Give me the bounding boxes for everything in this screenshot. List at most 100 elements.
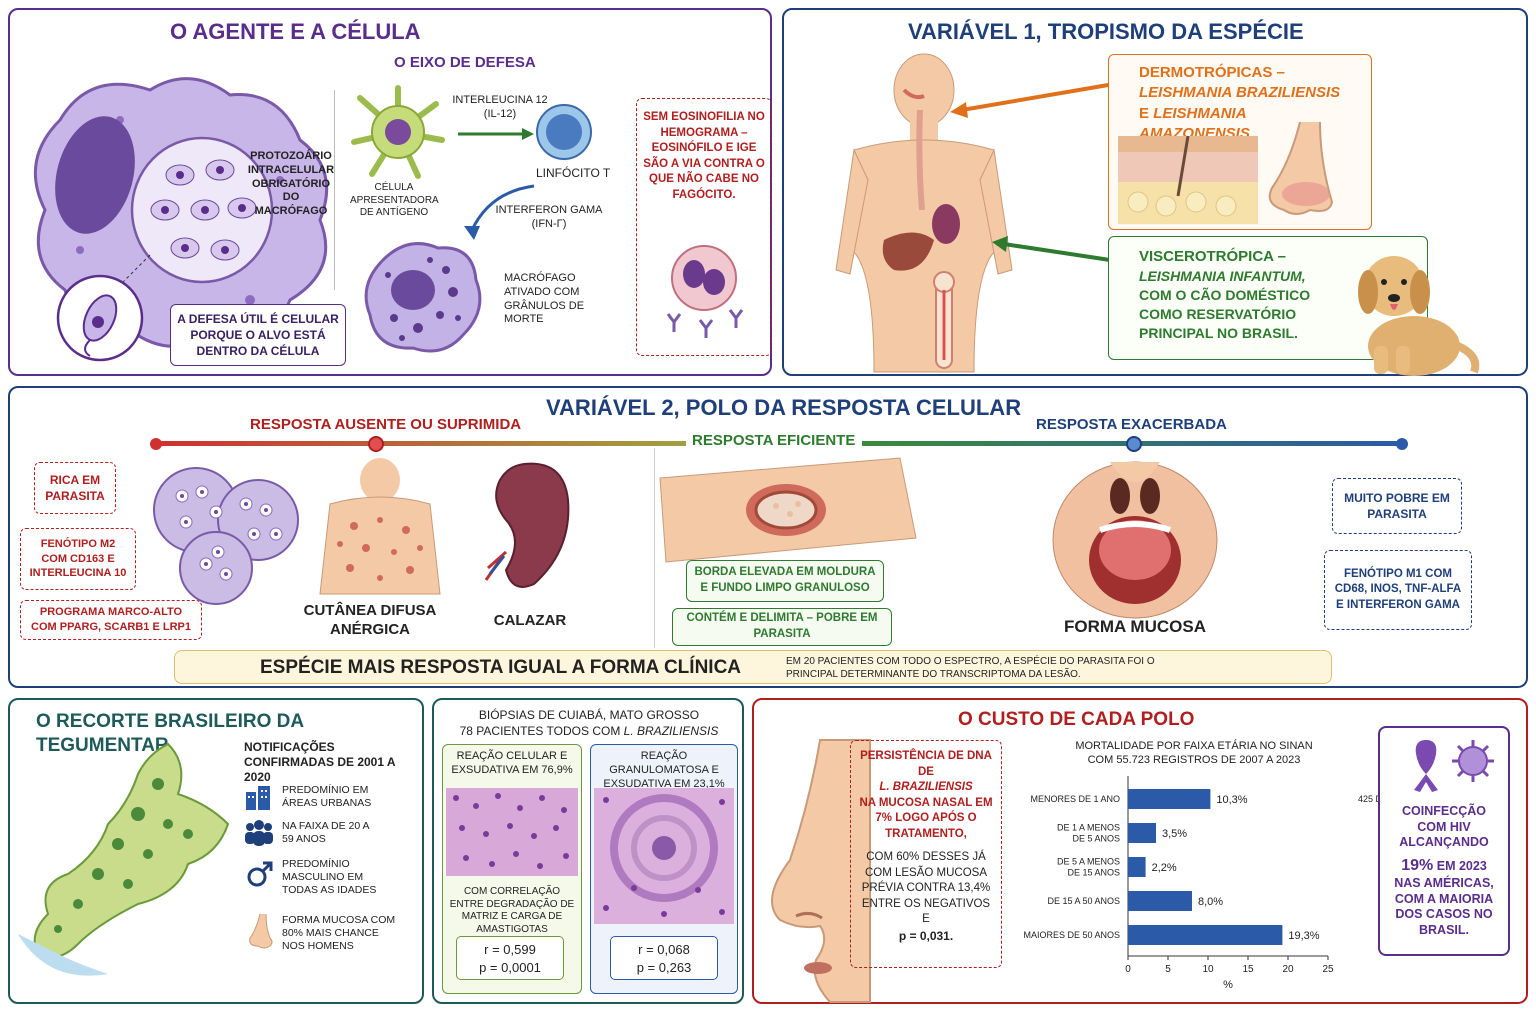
panel-agent-cell: O AGENTE E A CÉLULA PROTOZOÁRIO INTRACEL… (8, 8, 772, 376)
eosinophil-icon (666, 245, 744, 338)
nose-profile-illustration (771, 739, 871, 1003)
category-label: DE 5 A MENOS (1057, 857, 1120, 867)
apc-cell-icon (351, 85, 445, 179)
apc-label: CÉLULA APRESENTADORA DE ANTÍGENO (350, 182, 439, 218)
eosinophil-box: SEM EOSINOFILIA NO HEMOGRAMA – EOSINÓFIL… (636, 98, 772, 356)
dermo-species: LEISHMANIA BRAZILIENSIS (1139, 84, 1341, 102)
bar (1128, 925, 1283, 945)
panel-response-pole: VARIÁVEL 2, POLO DA RESPOSTA CELULAR RES… (8, 386, 1528, 688)
cellular-reaction-head: REAÇÃO CELULAR E EXSUDATIVA EM 76,9% (451, 750, 573, 776)
x-tick-label: 15 (1242, 964, 1254, 975)
diffuse-cutaneous-label: CUTÂNEA DIFUSA ANÉRGICA (303, 602, 437, 638)
species-response-banner (174, 650, 1332, 684)
urban-label: PREDOMÍNIO EM ÁREAS URBANAS (282, 784, 372, 810)
biopsy-title: BIÓPSIAS DE CUIABÁ, MATO GROSSO (478, 708, 700, 722)
panel-cost: O CUSTO DE CADA POLO PERSISTÊNCIA DE DNA… (752, 698, 1528, 1004)
hiv-text-b: 19% EM 2023 NAS AMÉRICAS, COM A MAIORIA … (1388, 856, 1500, 939)
state-map-illustration (18, 742, 230, 976)
panel-brazil: O RECORTE BRASILEIRO DA TEGUMENTAR NOTIF… (8, 698, 424, 1004)
panel-tropism: VARIÁVEL 1, TROPISMO DA ESPÉCIE DERMOTRÓ… (782, 8, 1528, 376)
lymphocyte-icon (536, 104, 592, 160)
value-label: 3,5% (1162, 828, 1187, 840)
hiv-percent: 19% (1401, 857, 1434, 874)
r-value-right: r = 0,068 (638, 942, 690, 957)
category-label: DE 15 ANOS (1067, 868, 1120, 878)
m2-phenotype-box: FENÓTIPO M2 COM CD163 E INTERLEUCINA 10 (20, 528, 136, 590)
visc-rest: COM O CÃO DOMÉSTICO COMO RESERVATÓRIO PR… (1139, 287, 1311, 341)
parasitized-macrophages-illustration (153, 467, 299, 605)
lymph-label: LINFÓCITO T (536, 166, 611, 180)
persist-c: COM 60% DESSES JÁ COM LESÃO MUCOSA PRÉVI… (861, 851, 991, 926)
hiv-rest: EM 2023 NAS AMÉRICAS, COM A MAIORIA DOS … (1394, 859, 1494, 937)
response-spectrum-bar (150, 436, 1408, 452)
human-body-illustration (835, 53, 1013, 373)
panel-title: O CUSTO DE CADA POLO (958, 709, 1195, 730)
x-axis-label: % (1223, 979, 1233, 991)
elevated-border-box: BORDA ELEVADA EM MOLDURA E FUNDO LIMPO G… (686, 560, 884, 602)
il12-label: INTERLEUCINA 12 (IL-12) (452, 94, 548, 120)
dermo-head: DERMOTRÓPICAS – (1139, 64, 1285, 81)
panel-title: O AGENTE E A CÉLULA (170, 19, 421, 44)
x-tick-label: 25 (1322, 964, 1334, 975)
visc-species: LEISHMANIA INFANTUM, (1139, 268, 1306, 285)
diffuse-cutaneous-back-illustration (319, 458, 441, 595)
hiv-coinfection-box (1378, 726, 1510, 956)
awareness-ribbon-icon (1414, 740, 1438, 792)
granulomatous-reaction-head: REAÇÃO GRANULOMATOSA E EXSUDATIVA EM 23,… (603, 750, 725, 790)
bar (1128, 789, 1211, 809)
arrow-apc-to-lymph (458, 128, 534, 140)
ifn-label: INTERFERON GAMA (IFN-γ) (495, 204, 603, 230)
panel-title: VARIÁVEL 1, TROPISMO DA ESPÉCIE (908, 19, 1304, 44)
stats-box-right (610, 936, 718, 980)
age-range-label: NA FAIXA DE 20 A 59 ANOS (282, 820, 369, 846)
mucosal-form-label: FORMA MUCOSA (1064, 617, 1206, 636)
exacerbated-response-label: RESPOSTA EXACERBADA (1036, 416, 1227, 433)
banner-text: ESPÉCIE MAIS RESPOSTA IGUAL A FORMA CLÍN… (260, 657, 742, 678)
category-label: DE 15 A 50 ANOS (1047, 896, 1120, 906)
virus-icon (1452, 740, 1494, 782)
category-label: DE 1 A MENOS (1057, 823, 1120, 833)
calazar-label: CALAZAR (493, 612, 567, 629)
biopsy-subtitle-a: 78 PACIENTES TODOS COM (459, 724, 621, 738)
visc-head: VISCEROTRÓPICA – (1139, 248, 1286, 265)
category-label: MAIORES DE 50 ANOS (1023, 930, 1120, 940)
divider (334, 90, 335, 290)
dermo-and: E (1139, 104, 1150, 122)
rich-parasite-box: RICA EM PARASITA (34, 462, 116, 514)
correlation-note: COM CORRELAÇÃO ENTRE DEGRADAÇÃO DE MATRI… (449, 886, 575, 935)
arrow-lymph-to-macro (464, 184, 535, 240)
infected-macrophage-illustration (33, 77, 329, 362)
mucosal-face-illustration (1052, 461, 1218, 619)
nose-illustration (1268, 121, 1334, 215)
notifications-label: NOTIFICAÇÕES CONFIRMADAS DE 2001 A 2020 (244, 740, 396, 784)
m1-phenotype-box: FENÓTIPO M1 COM CD68, iNOS, TNF-ALFA E I… (1324, 550, 1472, 630)
absent-response-label: RESPOSTA AUSENTE OU SUPRIMIDA (250, 416, 522, 433)
male-predominance-label: PREDOMÍNIO MASCULINO EM TODAS AS IDADES (282, 858, 377, 897)
category-label: DE 5 ANOS (1072, 834, 1120, 844)
panel-title: VARIÁVEL 2, POLO DA RESPOSTA CELULAR (546, 395, 1022, 420)
activated-macrophage-icon (364, 242, 482, 353)
biopsy-subtitle: 78 PACIENTES TODOS COM L. BRAZILIENSIS (434, 724, 744, 739)
value-label: 2,2% (1152, 862, 1177, 874)
bar (1128, 823, 1156, 843)
defense-axis-title: O EIXO DE DEFESA (394, 54, 536, 71)
protozoa-label: PROTOZOÁRIO INTRACELULAR OBRIGATÓRIO DO … (247, 150, 335, 217)
panel-title: O RECORTE BRASILEIRO DA TEGUMENTAR (36, 711, 304, 756)
dog-illustration (1358, 256, 1480, 376)
arrow-to-viscera (992, 236, 1111, 262)
cellular-histology-image (446, 788, 578, 876)
persist-species: L. BRAZILIENSIS (879, 781, 973, 794)
mucosal-men-label: FORMA MUCOSA COM 80% MAIS CHANCE NOS HOM… (282, 914, 396, 953)
contain-delimit-box: CONTÉM E DELIMITA – POBRE EM PARASITA (672, 608, 892, 646)
stats-box-left (456, 936, 564, 980)
marco-program-box: PROGRAMA MARCO-ALTO COM PPARG, SCARB1 E … (20, 600, 202, 640)
persist-b: NA MUCOSA NASAL EM 7% LOGO APÓS O TRATAM… (859, 796, 993, 840)
macro-label: MACRÓFAGO ATIVADO COM GRÂNULOS DE MORTE (504, 272, 585, 326)
banner-note: EM 20 PACIENTES COM TODO O ESPECTRO, A E… (786, 656, 1155, 680)
x-tick-label: 0 (1125, 964, 1131, 975)
granulomatous-histology-image (594, 788, 734, 924)
efficient-response-label: RESPOSTA EFICIENTE (692, 432, 856, 449)
spleen-illustration (484, 462, 570, 588)
persist-p: p = 0,031. (898, 928, 954, 943)
